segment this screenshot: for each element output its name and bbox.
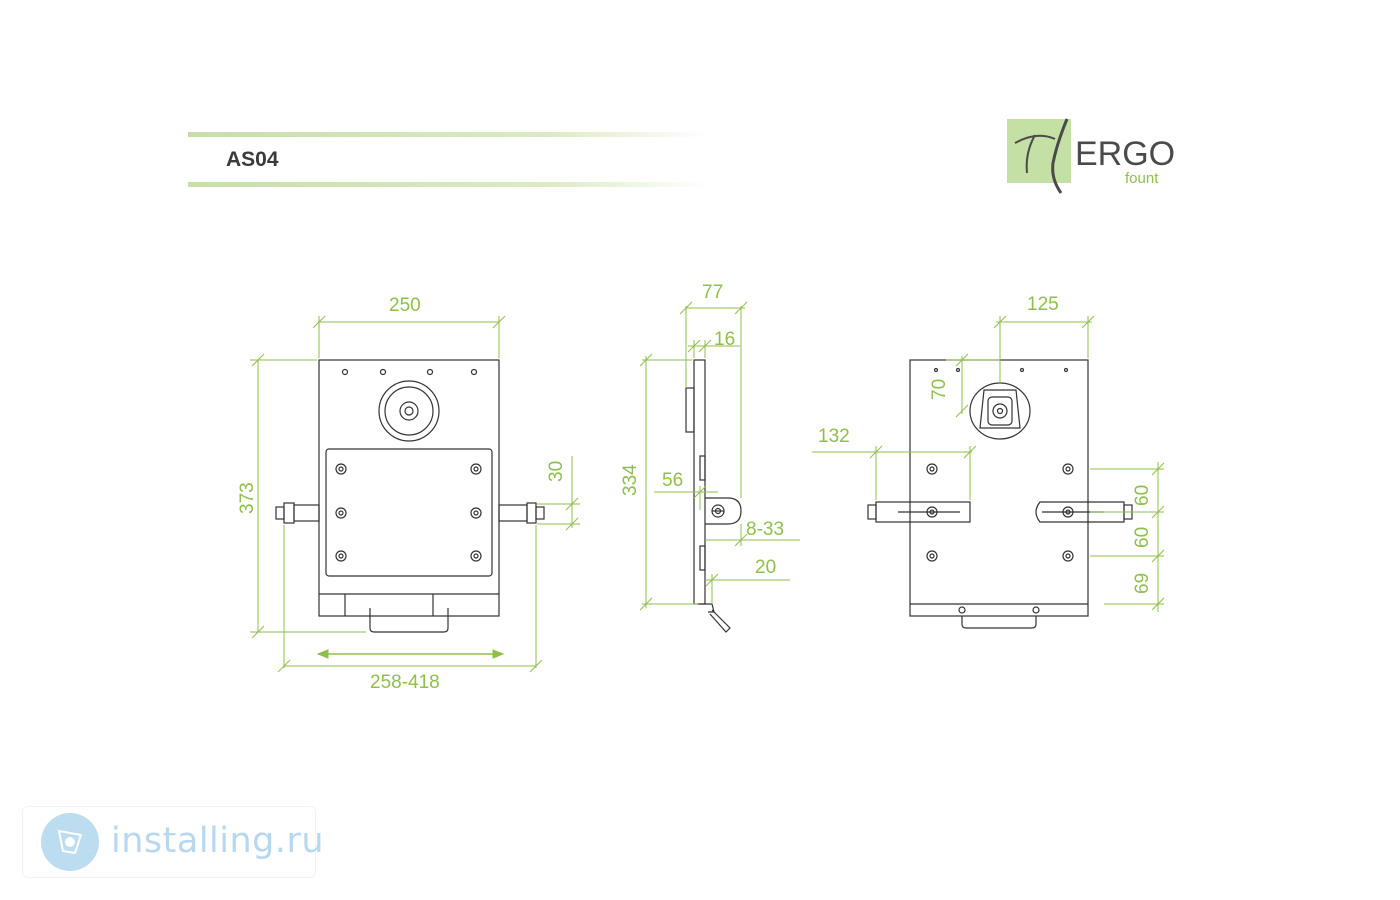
side-hook-label: 20 — [755, 557, 776, 578]
vesa-plate — [325, 448, 493, 577]
title-bottom-rule — [188, 182, 708, 187]
back-width-label: 125 — [1027, 294, 1059, 315]
side-view — [685, 359, 742, 633]
side-dimensions — [639, 301, 800, 611]
logo-square — [1007, 119, 1071, 183]
watermark: installing.ru — [22, 806, 324, 878]
side-thickness-label: 16 — [714, 329, 735, 350]
front-disc — [378, 380, 440, 442]
back-view — [867, 359, 1133, 629]
back-handle — [961, 616, 1037, 629]
back-right-slot-arm — [1035, 501, 1125, 523]
vesa-screws — [335, 463, 482, 562]
ergofount-logo: ERGO fount — [1005, 113, 1175, 203]
side-hook — [700, 603, 715, 613]
back-spacing-1-label: 60 — [1132, 485, 1153, 506]
model-title: AS04 — [226, 148, 279, 171]
title-bar: AS04 — [188, 132, 708, 190]
front-handle — [369, 608, 449, 633]
back-spacing-2-label: 60 — [1132, 527, 1153, 548]
front-offset-label: 30 — [546, 461, 567, 482]
title-top-rule — [188, 132, 708, 137]
left-arm — [293, 504, 320, 522]
front-view — [275, 359, 545, 633]
side-depth-label: 77 — [702, 282, 723, 303]
watermark-logo-icon — [41, 813, 99, 871]
back-screws — [926, 463, 1074, 562]
logo-brand: ERGO — [1075, 135, 1175, 173]
side-clamp — [705, 497, 742, 525]
back-dimensions — [812, 315, 1165, 612]
side-plate — [693, 359, 706, 605]
front-dimensions — [250, 315, 580, 673]
side-height-label: 334 — [620, 464, 641, 496]
front-extend-label: 258-418 — [370, 672, 440, 693]
back-bottom-label: 69 — [1132, 573, 1153, 594]
side-clamp-label: 8-33 — [746, 519, 784, 540]
back-top-offset-label: 70 — [929, 379, 950, 400]
front-height-label: 373 — [237, 482, 258, 514]
logo-sub: fount — [1125, 170, 1159, 187]
right-arm — [498, 504, 528, 522]
watermark-text: installing.ru — [111, 821, 325, 861]
front-width-label: 250 — [389, 295, 421, 316]
side-offset-label: 56 — [662, 470, 683, 491]
back-plate — [909, 359, 1089, 617]
back-slot-label: 132 — [818, 426, 850, 447]
